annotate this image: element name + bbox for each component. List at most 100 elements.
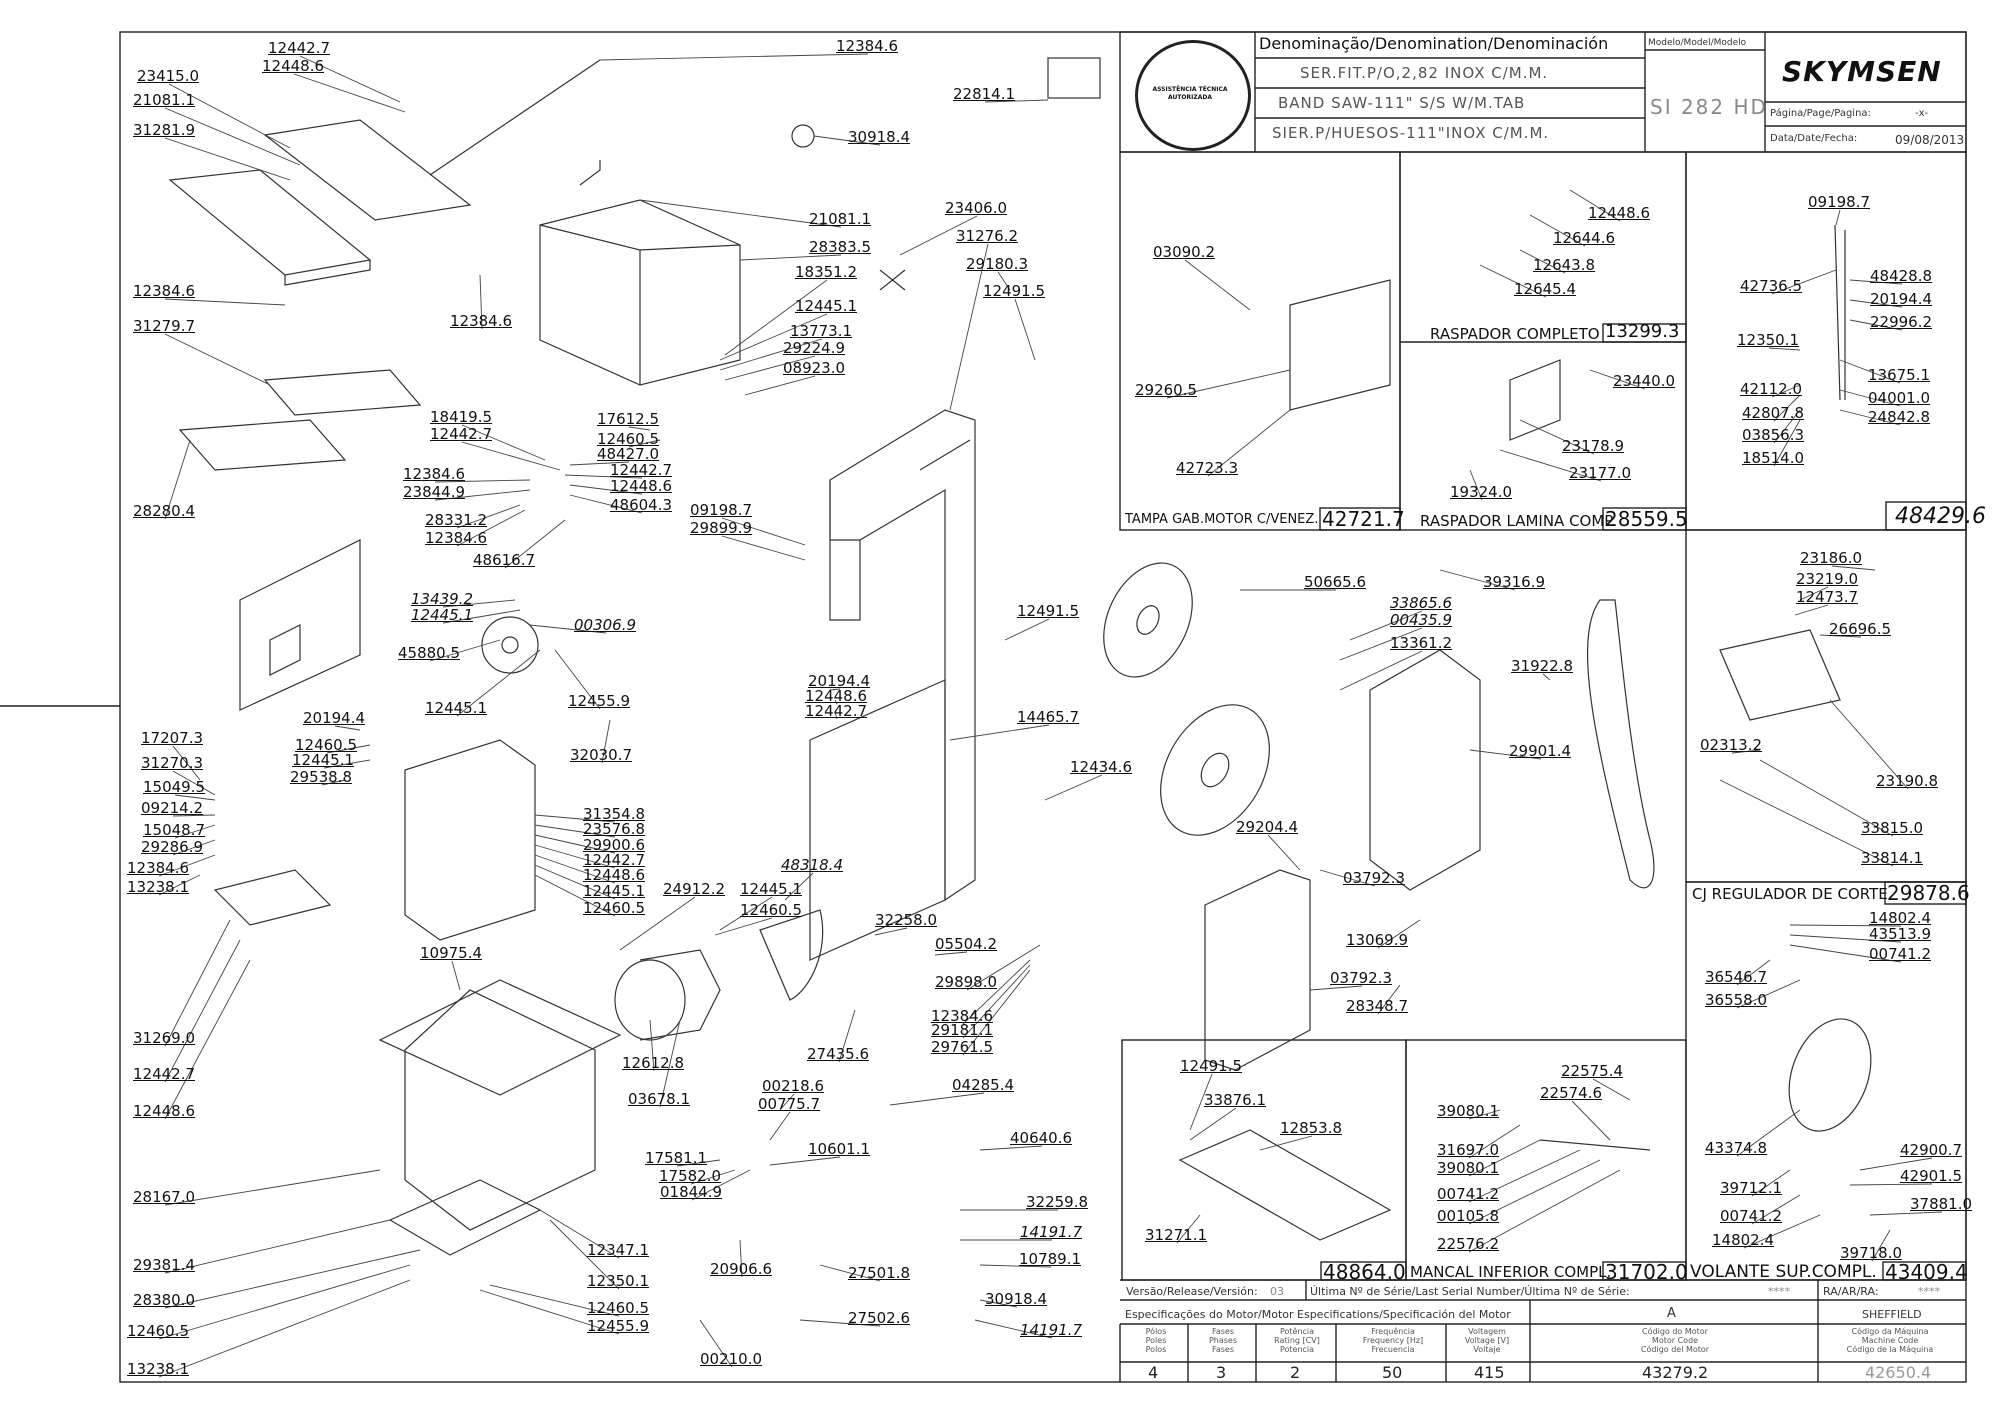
leader-line <box>164 137 291 181</box>
leader-line <box>456 649 541 717</box>
part-number-label: 48428.8 <box>1870 267 1933 285</box>
leader-line <box>690 1169 736 1185</box>
leader-line <box>724 355 816 381</box>
part-number-label: 12853.8 <box>1280 1119 1343 1137</box>
leader-line <box>429 639 501 662</box>
part-number-label: 13439.2 <box>411 590 474 608</box>
part-number-label: 27502.6 <box>848 1309 911 1327</box>
page-value: -x- <box>1915 108 1929 119</box>
part-number-label: 00105.8 <box>1437 1207 1500 1225</box>
leader-line <box>1771 269 1837 295</box>
part-number-label: 00741.2 <box>1720 1207 1783 1225</box>
kit-name: VOLANTE SUP.COMPL. <box>1690 1262 1877 1282</box>
leader-line <box>479 274 483 330</box>
leader-line <box>819 1264 881 1282</box>
part-number-label: 13238.1 <box>127 878 190 896</box>
leader-line <box>1771 384 1801 398</box>
leader-line <box>721 535 806 561</box>
part-number-label: 12448.6 <box>133 1102 196 1120</box>
phases-value: 3 <box>1216 1363 1227 1382</box>
leader-line <box>1004 618 1050 641</box>
leader-line <box>834 711 838 720</box>
part-number-label: 36558.0 <box>1705 991 1768 1009</box>
part-number-label: 12442.7 <box>610 461 673 479</box>
leader-line <box>1377 919 1421 949</box>
part-number-label: 12491.5 <box>1180 1057 1243 1075</box>
part-number-label: 04285.4 <box>952 1076 1015 1094</box>
leader-line <box>1736 959 1771 986</box>
part-number-label: 12491.5 <box>983 282 1046 300</box>
leader-line <box>164 959 251 1120</box>
part-number-label: 00306.9 <box>574 616 637 634</box>
part-number-label: 13675.1 <box>1868 366 1931 384</box>
leader-line <box>1789 924 1902 927</box>
leader-line <box>1839 389 1901 407</box>
leader-line <box>813 135 881 146</box>
leader-line <box>1176 1214 1201 1244</box>
leader-line <box>1469 749 1542 760</box>
column-sheffield: SHEFFIELD <box>1862 1308 1922 1321</box>
leader-line <box>979 1145 1043 1151</box>
leader-line <box>699 1319 733 1368</box>
kit-code: 31702.0 <box>1605 1260 1688 1284</box>
leader-line <box>539 1209 620 1259</box>
leader-line <box>1869 1211 1943 1216</box>
leader-line <box>1468 1149 1581 1203</box>
leader-line <box>569 461 630 466</box>
part-number-label: 00435.9 <box>1390 611 1453 629</box>
part-number-label: 12384.6 <box>403 465 466 483</box>
part-number-label: 40640.6 <box>1010 1129 1073 1147</box>
part-number-label: 12448.6 <box>583 866 646 884</box>
part-number-label: 33814.1 <box>1861 849 1924 867</box>
serial-value: **** <box>1768 1285 1790 1298</box>
motor-spec-label: Especificações do Motor/Motor Especifica… <box>1125 1308 1511 1321</box>
leader-line <box>299 55 401 103</box>
leader-line <box>1819 634 1862 638</box>
part-number-label: 22576.2 <box>1437 1235 1500 1253</box>
part-number-label: 12455.9 <box>568 692 631 710</box>
leader-line <box>534 864 616 900</box>
part-number-label: 36546.7 <box>1705 968 1768 986</box>
part-number-label: 12448.6 <box>262 57 325 75</box>
part-number-label: 01844.9 <box>660 1183 723 1201</box>
leader-line <box>461 441 561 471</box>
leader-line <box>1839 409 1901 426</box>
part-number-label: 31276.2 <box>956 227 1019 245</box>
part-number-label: 13238.1 <box>127 1360 190 1378</box>
technical-assistance-seal <box>1135 40 1251 151</box>
kit-name: RASPADOR COMPLETO <box>1430 325 1600 343</box>
part-number-label: 29204.4 <box>1236 818 1299 836</box>
leader-line <box>1319 869 1376 887</box>
leader-line <box>1773 419 1801 467</box>
leader-line <box>1789 944 1902 963</box>
part-number-label: 39080.1 <box>1437 1159 1500 1177</box>
leader-line <box>599 53 869 61</box>
leader-line <box>174 794 216 801</box>
leader-line <box>1751 1194 1801 1225</box>
leader-line <box>529 624 607 634</box>
part-number-label: 29181.1 <box>931 1021 994 1039</box>
part-number-label: 17582.0 <box>659 1167 722 1185</box>
leader-line <box>534 874 616 917</box>
part-number-label: 23576.8 <box>583 820 646 838</box>
part-number-label: 12445.1 <box>795 297 858 315</box>
leader-line <box>889 1092 985 1106</box>
leader-line <box>676 1159 721 1167</box>
part-number-label: 22575.4 <box>1561 1062 1624 1080</box>
leader-line <box>456 504 521 529</box>
part-number-label: 12644.6 <box>1553 229 1616 247</box>
date-label: Data/Date/Fecha: <box>1770 133 1858 144</box>
frequency-value: 50 <box>1382 1363 1403 1382</box>
part-number-label: 22574.6 <box>1540 1084 1603 1102</box>
leader-line <box>1469 469 1483 501</box>
leader-line <box>1519 419 1595 455</box>
leader-line <box>719 896 773 931</box>
leader-line <box>974 1319 1053 1339</box>
leader-line <box>784 872 814 901</box>
description-pt: SER.FIT.P/O,2,82 INOX C/M.M. <box>1300 64 1549 82</box>
part-number-label: 33865.6 <box>1390 594 1453 612</box>
leader-line <box>719 313 828 361</box>
